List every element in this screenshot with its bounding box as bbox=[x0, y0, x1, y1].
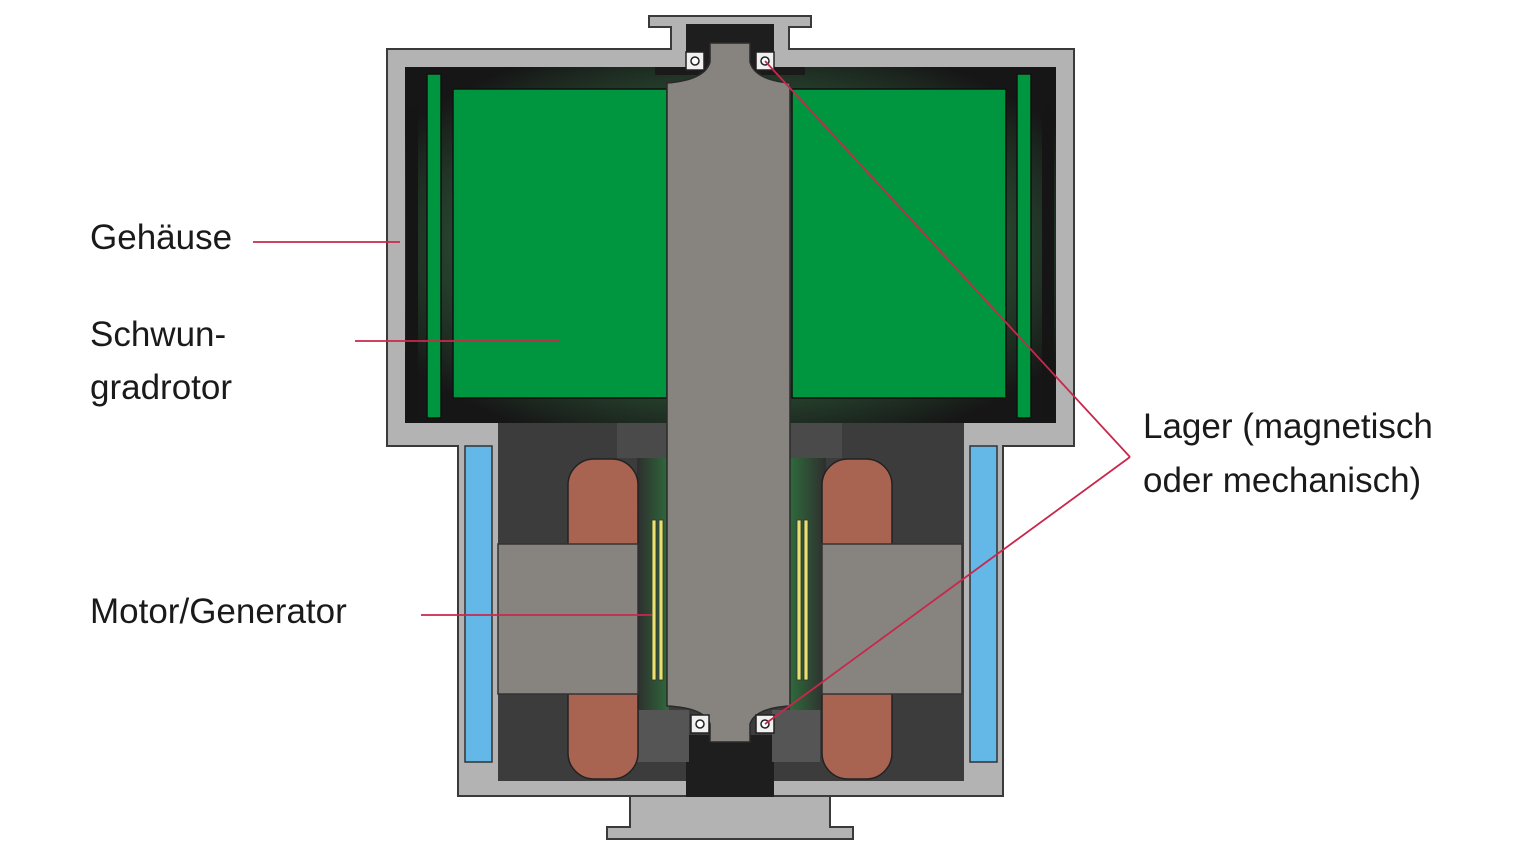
bearing-top-left-icon bbox=[685, 51, 705, 71]
rotor-rim-left bbox=[426, 73, 442, 419]
label-motor-generator: Motor/Generator bbox=[90, 592, 347, 631]
rotor-outer-dark-right bbox=[1042, 106, 1054, 418]
callout-line-bearing-top bbox=[764, 60, 1131, 458]
label-bearing-line1: Lager (magnetisch bbox=[1143, 407, 1433, 446]
cooling-channel-right bbox=[969, 445, 998, 763]
label-rotor-line1: Schwun- bbox=[90, 315, 226, 354]
permanent-magnets-left bbox=[651, 519, 664, 681]
top-collar-left bbox=[655, 67, 699, 75]
permanent-magnets-right bbox=[796, 519, 809, 681]
lower-hub-left bbox=[637, 710, 689, 762]
callout-line-bearing-bottom bbox=[764, 456, 1131, 725]
top-collar-right bbox=[761, 67, 805, 75]
stator-core-right bbox=[821, 543, 963, 695]
upper-hub-right bbox=[790, 423, 842, 458]
cooling-channel-left bbox=[464, 445, 493, 763]
label-bearing-line2: oder mechanisch) bbox=[1143, 461, 1421, 500]
label-housing: Gehäuse bbox=[90, 218, 232, 257]
housing-base-flange bbox=[606, 795, 854, 840]
rotor-body-left bbox=[452, 88, 668, 399]
bottom-neck-cavity bbox=[686, 735, 774, 797]
rotor-outer-dark-left bbox=[406, 106, 418, 418]
stator-core-left bbox=[497, 543, 639, 695]
cooling-channels bbox=[464, 445, 998, 763]
upper-hub-left bbox=[617, 423, 669, 458]
label-rotor-line2: gradrotor bbox=[90, 368, 232, 407]
lower-hub-right bbox=[772, 710, 820, 762]
motor-generator bbox=[497, 458, 963, 780]
rotor-shaft bbox=[666, 42, 791, 743]
rotor-body-right bbox=[791, 88, 1007, 399]
rotor-rim-right bbox=[1016, 73, 1032, 419]
flywheel-rotor bbox=[406, 73, 1054, 419]
callout-lines bbox=[253, 60, 1131, 725]
bearing-bottom-left-icon bbox=[690, 714, 710, 734]
